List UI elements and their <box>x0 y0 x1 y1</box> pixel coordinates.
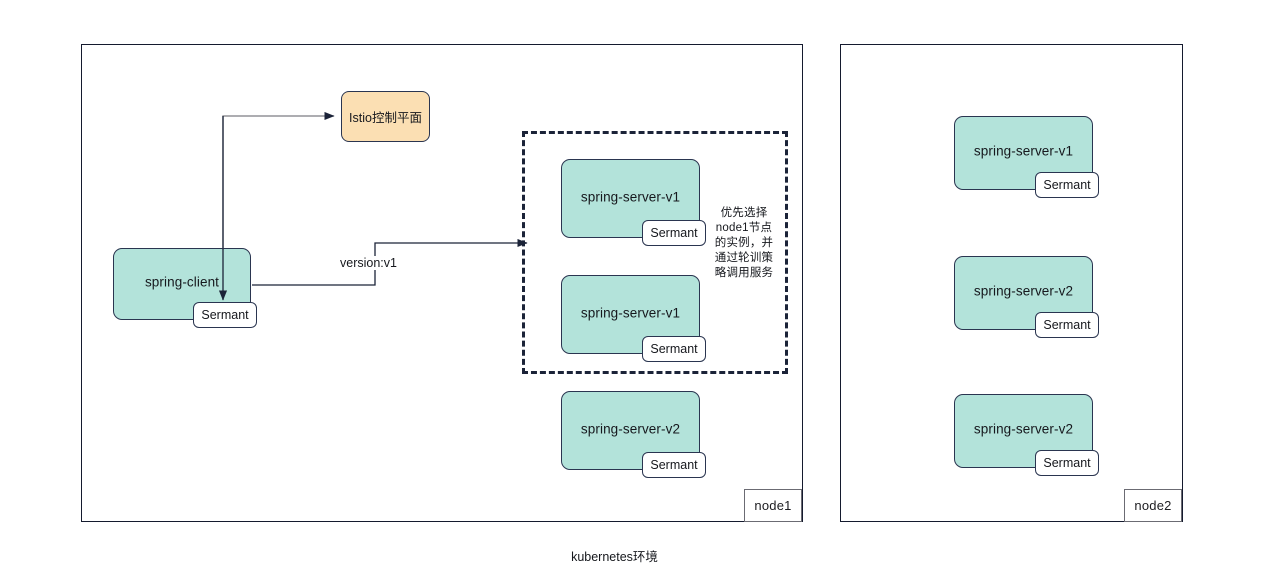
spring-client-sermant-chip[interactable]: Sermant <box>193 302 257 328</box>
edge-label-version: version:v1 <box>338 256 399 270</box>
diagram-caption: kubernetes环境 <box>0 546 1269 565</box>
diagram-caption-text: kubernetes环境 <box>571 550 658 564</box>
node1-service-label-2: spring-server-v1 <box>580 305 681 321</box>
node2-service-label-2: spring-server-v2 <box>973 283 1074 299</box>
node2-label: node2 <box>1124 489 1182 522</box>
istio-control-plane-box[interactable]: Istio控制平面 <box>341 91 430 142</box>
spring-client-label: spring-client <box>144 274 220 290</box>
node1-label: node1 <box>744 489 802 522</box>
node2-service-label-3: spring-server-v2 <box>973 421 1074 437</box>
node2-service-box-2[interactable]: spring-server-v2 Sermant <box>954 256 1099 338</box>
node1-service-box-3[interactable]: spring-server-v2 Sermant <box>561 391 706 478</box>
spring-client-box[interactable]: spring-client Sermant <box>113 248 257 328</box>
node1-service-box-1[interactable]: spring-server-v1 Sermant <box>561 159 706 246</box>
node2-sermant-chip-1[interactable]: Sermant <box>1035 172 1099 198</box>
selection-region-note: 优先选择node1节点的实例，并通过轮训策略调用服务 <box>714 207 774 279</box>
node1-sermant-chip-2[interactable]: Sermant <box>642 336 706 362</box>
node1-sermant-chip-3[interactable]: Sermant <box>642 452 706 478</box>
node2-service-label-1: spring-server-v1 <box>973 143 1074 159</box>
istio-control-plane-label: Istio控制平面 <box>349 111 422 125</box>
node1-sermant-chip-1[interactable]: Sermant <box>642 220 706 246</box>
node2-sermant-chip-3[interactable]: Sermant <box>1035 450 1099 476</box>
node1-service-label-3: spring-server-v2 <box>580 421 681 437</box>
node2-service-box-1[interactable]: spring-server-v1 Sermant <box>954 116 1099 198</box>
node2-service-box-3[interactable]: spring-server-v2 Sermant <box>954 394 1099 476</box>
node1-service-box-2[interactable]: spring-server-v1 Sermant <box>561 275 706 362</box>
node1-service-label-1: spring-server-v1 <box>580 189 681 205</box>
node2-sermant-chip-2[interactable]: Sermant <box>1035 312 1099 338</box>
